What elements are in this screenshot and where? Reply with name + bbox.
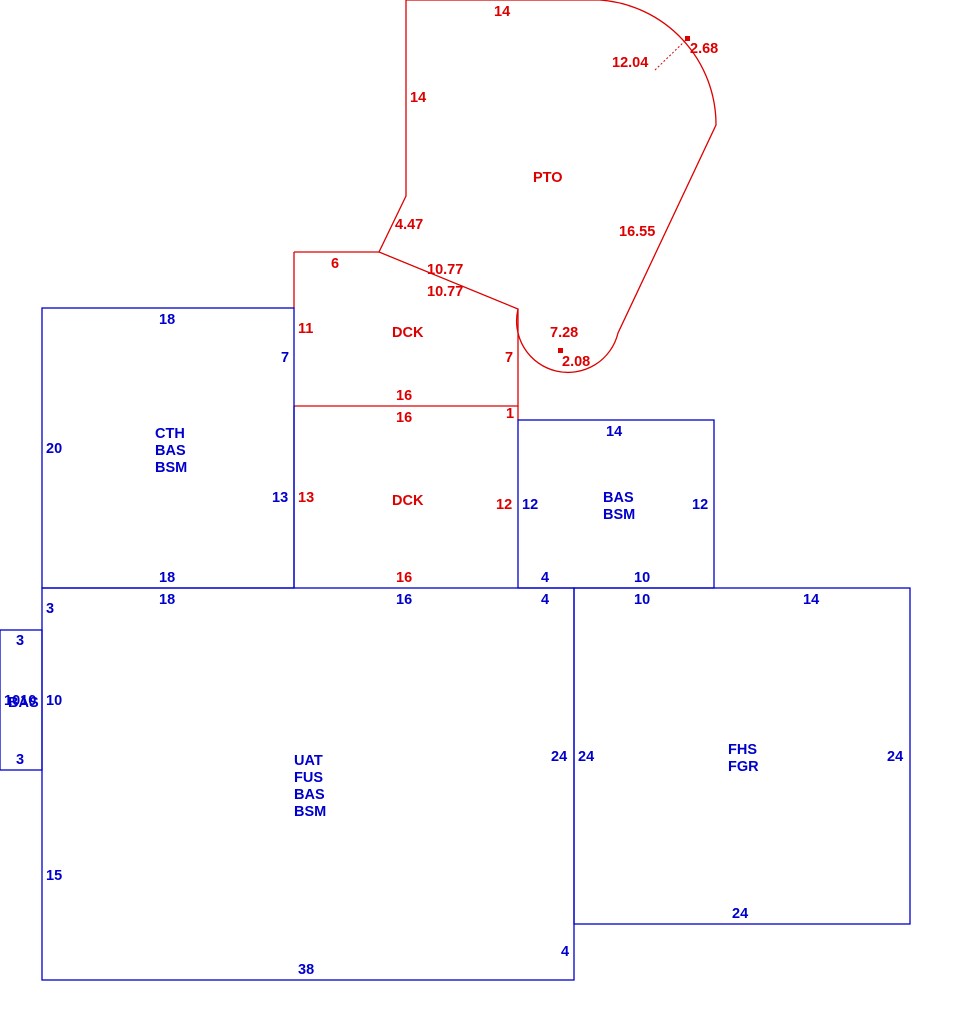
exterior-dimension-labels: 14 14 12.04 2.68 4.47 16.55 10.77 7.28 2… <box>298 4 718 586</box>
uat-label: UAT FUS BAS BSM <box>294 753 329 820</box>
house-outlines <box>0 307 911 981</box>
exterior-outlines <box>293 0 717 420</box>
dim-cth-left: 20 <box>46 441 62 457</box>
dim-fhs-top-a: 10 <box>634 592 650 608</box>
dim-dck-upper-diag: 10.77 <box>427 284 463 300</box>
cth-label: CTH BAS BSM <box>155 426 190 476</box>
dim-dck-lower-right: 12 <box>496 497 512 513</box>
dim-dck-upper-left: 11 <box>298 321 313 337</box>
fhs-label: FHS FGR <box>728 742 761 775</box>
dim-pto-left: 14 <box>410 90 426 106</box>
dck-lower-label: DCK <box>392 493 424 509</box>
dim-uat-left-mid: 10 <box>46 693 62 709</box>
dim-uat-left-top: 3 <box>46 601 54 617</box>
dim-dck-upper-bottom: 16 <box>396 388 412 404</box>
dim-cth-top: 18 <box>159 312 175 328</box>
dim-bas-right-bottom-b: 10 <box>634 570 650 586</box>
dim-cth-right-upper: 7 <box>281 350 289 366</box>
house-dimension-labels: 18 20 7 13 18 14 12 12 4 10 18 16 4 3 10… <box>4 312 903 978</box>
dim-pto-diag-left: 4.47 <box>395 217 423 233</box>
dim-uat-right-bottom: 4 <box>561 944 569 960</box>
pto-label: PTO <box>533 170 563 186</box>
dim-fhs-left: 24 <box>578 749 594 765</box>
dim-bas-small-mid: 1010 <box>4 693 36 709</box>
dim-uat-top-c: 4 <box>541 592 549 608</box>
area-labels: PTO DCK DCK CTH BAS BSM BAS BSM UAT FUS … <box>8 170 761 820</box>
dck-upper-label: DCK <box>392 325 424 341</box>
dim-bas-right-left: 12 <box>522 497 538 513</box>
dim-cth-right-lower: 13 <box>272 490 288 506</box>
bas-right-label: BAS BSM <box>603 490 638 523</box>
dim-dck-lower-top: 16 <box>396 410 412 426</box>
dim-bas-small-top: 3 <box>16 633 24 649</box>
dim-pto-arc-bottom-chord: 7.28 <box>550 325 578 341</box>
dim-fhs-bottom: 24 <box>732 906 748 922</box>
dim-bas-small-bottom: 3 <box>16 752 24 768</box>
dim-pto-top: 14 <box>494 4 510 20</box>
dim-fhs-top-b: 14 <box>803 592 819 608</box>
bas-small-outline <box>0 629 43 771</box>
dim-dck-lower-right-top: 1 <box>506 406 514 422</box>
dim-uat-top-a: 18 <box>159 592 175 608</box>
bas-small-label: BAS <box>8 695 39 711</box>
dim-uat-top-b: 16 <box>396 592 412 608</box>
dim-uat-left-bottom: 15 <box>46 868 62 884</box>
dim-dck-upper-top: 6 <box>331 256 339 272</box>
fhs-outline <box>573 587 911 925</box>
dim-uat-right: 24 <box>551 749 567 765</box>
dim-cth-bottom: 18 <box>159 570 175 586</box>
dim-pto-bottom-edge: 10.77 <box>427 262 463 278</box>
dim-bas-right-top: 14 <box>606 424 622 440</box>
dim-dck-upper-right: 7 <box>505 350 513 366</box>
dim-pto-arc-top-height: 2.68 <box>690 41 718 57</box>
dim-uat-bottom: 38 <box>298 962 314 978</box>
pto-arc-top-height-line <box>654 37 689 71</box>
dim-fhs-right: 24 <box>887 749 903 765</box>
dim-pto-arc-top-chord: 12.04 <box>612 55 648 71</box>
pto-outline <box>378 0 717 374</box>
pto-arc-top-marker <box>685 36 690 41</box>
dim-bas-right-right: 12 <box>692 497 708 513</box>
dim-pto-arc-bottom-height: 2.08 <box>562 354 590 370</box>
dim-pto-diag-right: 16.55 <box>619 224 655 240</box>
dim-dck-lower-left: 13 <box>298 490 314 506</box>
pto-arc-bottom-marker <box>558 348 563 353</box>
dim-dck-lower-bottom: 16 <box>396 570 412 586</box>
dim-bas-right-bottom-a: 4 <box>541 570 549 586</box>
